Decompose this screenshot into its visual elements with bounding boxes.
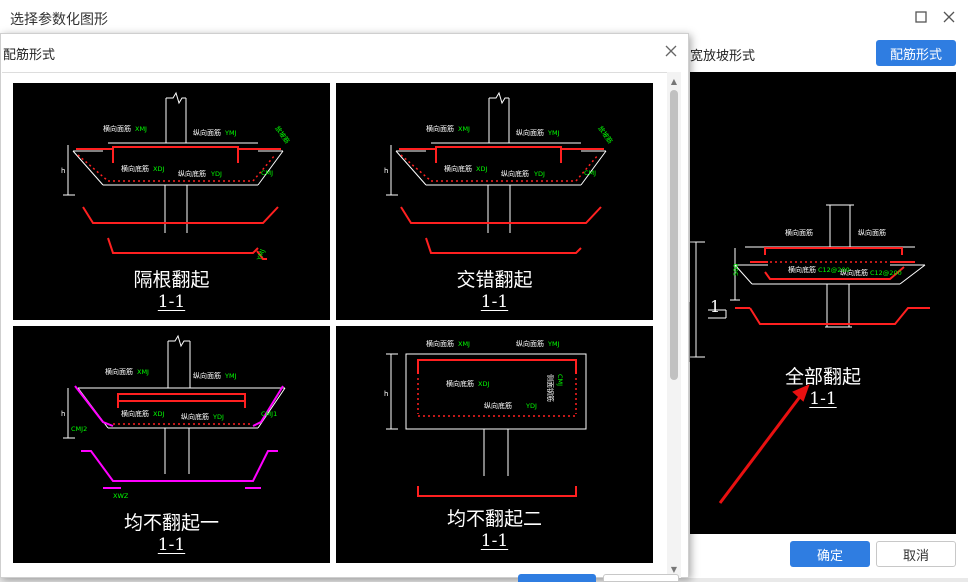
opt2-label-dim: h	[384, 167, 388, 175]
opt4-code-top-left: XMJ	[458, 340, 470, 348]
preview-dim-label: 1	[710, 297, 721, 316]
slope-form-label: 宽放坡形式	[690, 49, 756, 64]
opt2-code-mid-right: YDJ	[533, 170, 545, 178]
opt2-code-top-right: YMJ	[547, 129, 560, 137]
option-3-section: 1-1	[157, 535, 186, 555]
dialog-ok-button-edge[interactable]	[518, 574, 596, 582]
opt3-label-dim: h	[61, 410, 65, 418]
option-grid: 横向面筋 纵向面筋 横向底筋 纵向底筋 h XMJ YMJ XDJ YDJ CM…	[2, 72, 667, 579]
option-4-caption: 均不翻起二 1-1	[336, 504, 653, 551]
opt4-code-top-right: YMJ	[547, 340, 560, 348]
preview-spec-b: C12@200	[870, 269, 902, 277]
opt1-code-mid-left: XDJ	[153, 165, 164, 173]
option-card-2[interactable]: 横向面筋 纵向面筋 横向底筋 纵向底筋 h XMJ YMJ XDJ YDJ CM…	[336, 83, 653, 320]
opt4-label-dim: h	[384, 390, 388, 398]
opt1-label-slope: 放坡筋	[273, 124, 292, 146]
option-4-section: 1-1	[480, 531, 509, 551]
preview-label-mid-right: 纵向底筋	[840, 268, 868, 277]
dialog-close-icon[interactable]	[662, 42, 680, 60]
opt2-label-mid-right: 纵向底筋	[501, 169, 529, 178]
opt2-code-side: CMJ	[584, 169, 596, 177]
preview-caption: 全部翻起 1-1	[690, 362, 956, 409]
opt1-label-top-right: 纵向面筋	[193, 128, 221, 137]
opt4-label-mid-left: 横向底筋	[446, 379, 474, 388]
opt1-label-mid-right: 纵向底筋	[178, 169, 206, 178]
option-3-caption: 均不翻起一 1-1	[13, 508, 330, 555]
option-card-1[interactable]: 横向面筋 纵向面筋 横向底筋 纵向底筋 h XMJ YMJ XDJ YDJ CM…	[13, 83, 330, 320]
opt4-label-side: 侧面钢筋	[546, 374, 555, 402]
opt3-code-side-right: CMJ1	[261, 410, 277, 418]
opt1-label-dim: h	[61, 167, 65, 175]
option-card-4[interactable]: 横向面筋 纵向面筋 横向底筋 纵向底筋 侧面钢筋 h XMJ YMJ XDJ Y…	[336, 326, 653, 563]
option-2-section: 1-1	[480, 292, 509, 312]
opt3-code-top-left: XMJ	[137, 368, 149, 376]
opt2-code-top-left: XMJ	[458, 125, 470, 133]
opt3-code-bottom: XWZ	[113, 492, 129, 500]
option-4-name: 均不翻起二	[446, 508, 542, 530]
option-card-3[interactable]: 横向面筋 纵向面筋 横向底筋 纵向底筋 h XMJ YMJ XDJ YDJ CM…	[13, 326, 330, 563]
ok-button[interactable]: 确定	[790, 541, 870, 567]
opt4-code-mid-right: YDJ	[525, 402, 537, 410]
maximize-icon[interactable]	[910, 6, 932, 28]
opt2-label-mid-left: 横向底筋	[444, 164, 472, 173]
opt4-label-mid-right: 纵向底筋	[484, 401, 512, 410]
preview-spec-a: C12@200	[818, 266, 850, 274]
preview-label-top-left: 横向面筋	[785, 228, 813, 237]
option-1-name: 隔根翻起	[133, 269, 210, 291]
cancel-button[interactable]: 取消	[876, 541, 956, 567]
opt1-code-top-right: YMJ	[224, 129, 237, 137]
opt1-label-top-left: 横向面筋	[103, 124, 131, 133]
preview-caption-name: 全部翻起	[784, 366, 861, 388]
opt3-code-top-right: YMJ	[224, 372, 237, 380]
preview-label-top-right: 纵向面筋	[858, 228, 886, 237]
scroll-thumb[interactable]	[670, 90, 678, 380]
opt1-code-top-left: XMJ	[135, 125, 147, 133]
opt4-code-mid-left: XDJ	[478, 380, 489, 388]
reinforce-form-dialog: 配筋形式	[0, 33, 689, 582]
reinforce-form-button[interactable]: 配筋形式	[876, 40, 956, 66]
opt3-code-mid-right: YDJ	[212, 413, 224, 421]
option-1-caption: 隔根翻起 1-1	[13, 265, 330, 312]
scroll-up-icon[interactable]: ▲	[670, 76, 678, 86]
option-2-name: 交错翻起	[456, 269, 533, 291]
opt3-code-mid-left: XDJ	[153, 410, 164, 418]
dialog-title: 配筋形式	[3, 48, 56, 63]
opt4-label-top-left: 横向面筋	[426, 339, 454, 348]
preview-height: 500	[732, 264, 740, 276]
opt3-label-top-right: 纵向面筋	[193, 371, 221, 380]
close-icon[interactable]	[938, 6, 960, 28]
opt2-label-slope: 放坡筋	[596, 124, 615, 146]
dialog-cancel-button-edge[interactable]	[603, 574, 679, 582]
preview-caption-section: 1-1	[809, 389, 837, 409]
opt3-label-mid-left: 横向底筋	[121, 409, 149, 418]
opt3-label-mid-right: 纵向底筋	[181, 412, 209, 421]
scroll-down-icon[interactable]: ▼	[670, 564, 678, 574]
opt1-code-bottom: YMJ	[255, 248, 267, 263]
preview-label-mid-left: 横向底筋	[788, 265, 816, 274]
option-1-section: 1-1	[157, 292, 186, 312]
opt1-label-mid-left: 横向底筋	[121, 164, 149, 173]
opt1-code-mid-right: YDJ	[210, 170, 222, 178]
opt3-label-top-left: 横向面筋	[105, 367, 133, 376]
opt4-code-side: CMJ	[556, 374, 564, 386]
opt2-code-mid-left: XDJ	[476, 165, 487, 173]
window-title: 选择参数化图形	[10, 12, 108, 28]
opt3-code-side-left: CMJ2	[71, 425, 87, 433]
option-2-caption: 交错翻起 1-1	[336, 265, 653, 312]
opt1-code-side: CMJ	[261, 169, 273, 177]
dialog-scrollbar[interactable]: ▲ ▼	[667, 72, 681, 578]
option-3-name: 均不翻起一	[123, 512, 219, 534]
opt2-label-top-right: 纵向面筋	[516, 128, 544, 137]
opt4-label-top-right: 纵向面筋	[516, 339, 544, 348]
opt2-label-top-left: 横向面筋	[426, 124, 454, 133]
preview-drawing: 横向面筋 纵向面筋 横向底筋 纵向底筋 C12@200 C12@200 500 …	[690, 72, 956, 534]
